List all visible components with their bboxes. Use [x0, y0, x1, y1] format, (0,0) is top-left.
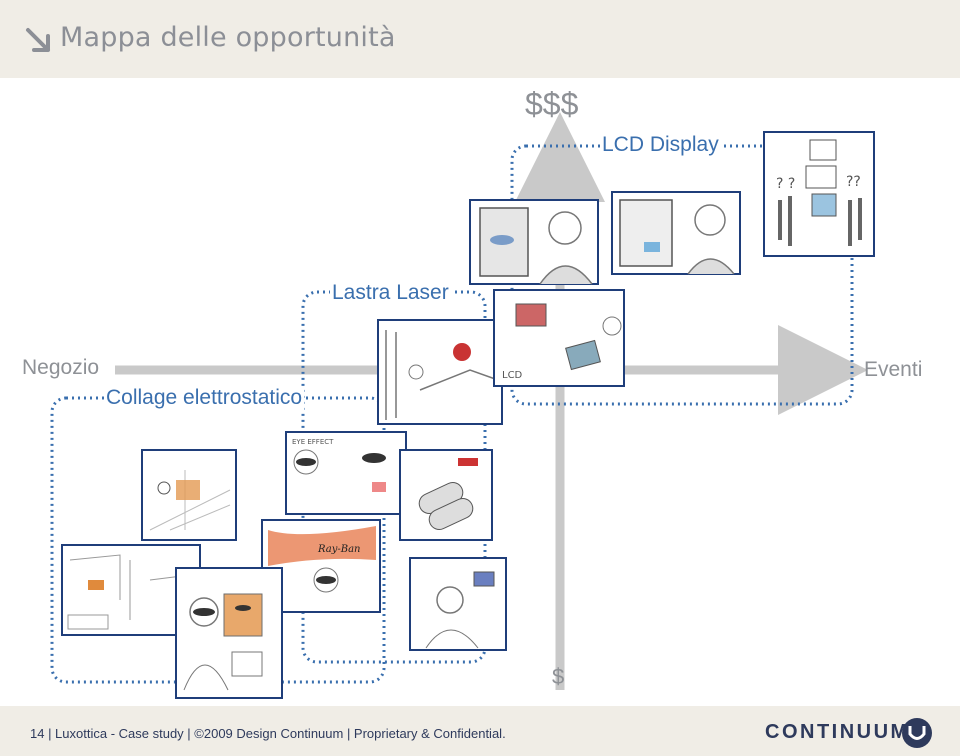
ray-ban-note: Ray-Ban [317, 544, 361, 555]
sketch-cases [399, 449, 493, 541]
axis-top-label: $$$ [525, 86, 579, 122]
axis-bottom-label: $ [552, 664, 565, 689]
sketch-eye-effect: EYE EFFECT [285, 431, 407, 515]
sketch-lcd-mirror [469, 199, 599, 285]
footer-bar: 14 | Luxottica - Case study | ©2009 Desi… [0, 706, 960, 756]
footer-text: 14 | Luxottica - Case study | ©2009 Desi… [30, 726, 506, 741]
page-title: Mappa delle opportunità [60, 22, 396, 53]
sketch-store-counter [377, 319, 503, 425]
lcd-sketch-note: LCD [502, 370, 523, 381]
collage-label: Collage elettrostatico [104, 386, 305, 410]
svg-text:? ?: ? ? [776, 176, 795, 192]
sketch-lcd-screen [611, 191, 741, 275]
continuum-logo-icon [902, 718, 932, 748]
sketch-person-tablet [409, 557, 507, 651]
sketch-lcd-tablet: LCD [493, 289, 625, 387]
arrow-down-right-icon [26, 28, 50, 52]
lastra-laser-label: Lastra Laser [330, 281, 451, 305]
continuum-logo-text: CONTINUUM [765, 721, 910, 743]
axis-left-label: Negozio [22, 356, 100, 379]
lcd-display-label: LCD Display [600, 133, 721, 157]
eye-effect-note: EYE EFFECT [292, 438, 334, 446]
sketch-person-mirror [175, 567, 283, 699]
sketch-event-wall: ? ? ?? [763, 131, 875, 257]
sketch-mirror-corner [141, 449, 237, 541]
axis-right-label: Eventi [864, 358, 923, 381]
title-bar: Mappa delle opportunità [0, 0, 960, 78]
svg-text:??: ?? [846, 174, 861, 190]
